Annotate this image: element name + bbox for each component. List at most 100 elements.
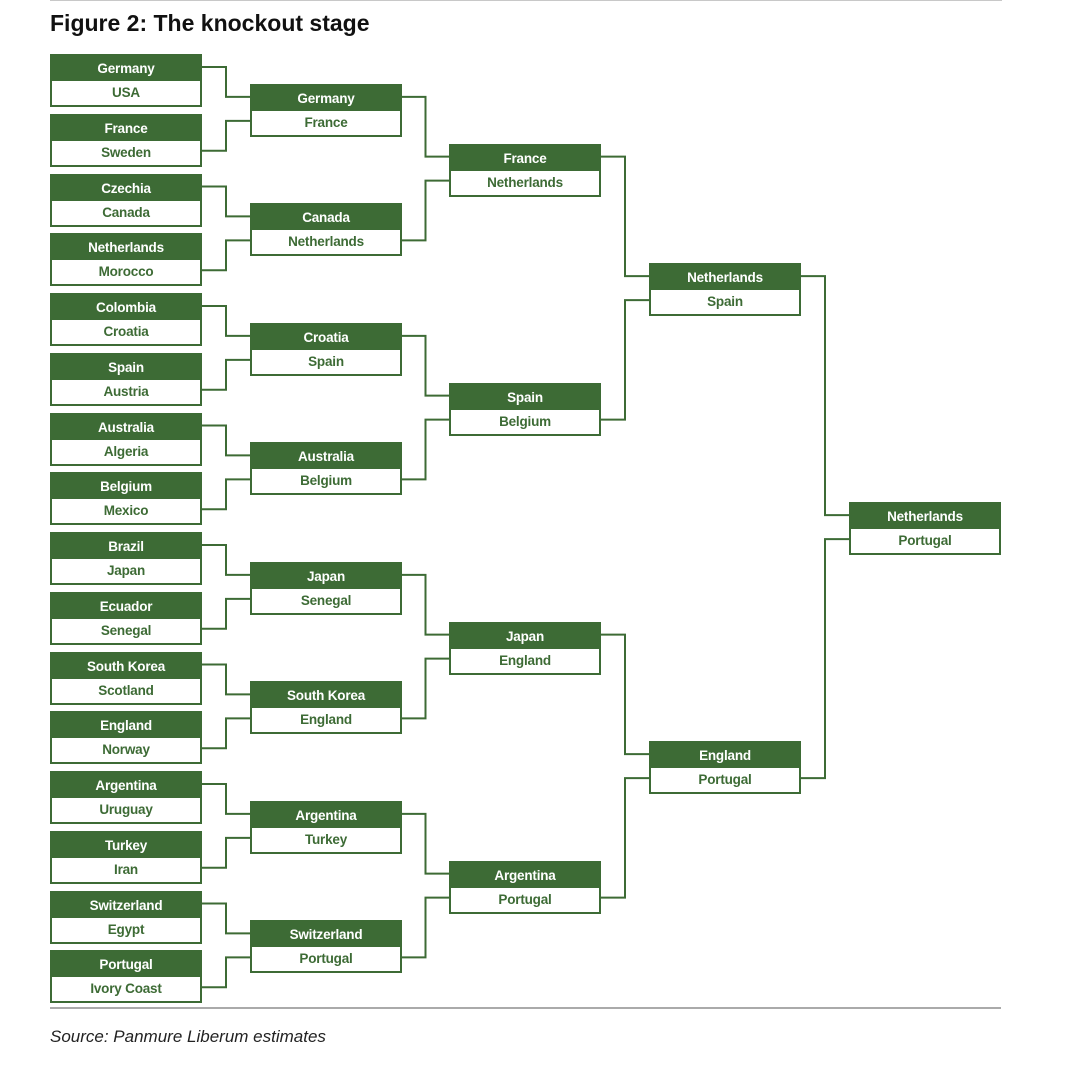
connector-line [202,783,250,815]
team-top: Argentina [52,773,200,798]
team-bottom: Canada [102,204,150,220]
team-bottom: Senegal [300,592,352,608]
team-bottom: USA [112,85,140,100]
team-top: France [52,115,200,141]
connector-line [601,155,649,278]
team-top: Netherlands [851,504,999,530]
connector-line [402,573,449,636]
connector-line [202,119,250,152]
team-bottom: Portugal [898,533,952,549]
team-bottom: Portugal [299,951,353,967]
team-top: Switzerland [252,922,400,948]
connector-line [601,777,649,899]
source-note: Source: Panmure Liberum estimates [50,1027,326,1046]
connector-line [202,717,250,750]
team-top: Argentina [451,862,599,888]
team-top: Czechia [52,175,200,201]
connector-line [601,299,649,421]
team-bottom: England [499,652,551,668]
team-bottom: Egypt [107,921,145,937]
team-bottom: Portugal [498,891,552,907]
team-top: Spain [451,384,599,410]
figure-title: Figure 2: The knockout stage [50,10,370,36]
team-top: England [651,743,799,769]
team-top: Australia [52,414,200,440]
connector-line [202,663,250,696]
team-top: Germany [252,85,400,111]
connector-line [202,597,250,630]
team-bottom: Netherlands [288,234,364,250]
team-bottom: England [300,712,352,728]
connector-line [402,418,449,481]
team-top: Japan [451,623,599,649]
team-bottom: Austria [103,383,149,399]
team-top: France [451,145,599,171]
connector-line [402,812,449,875]
team-top: South Korea [52,653,200,679]
team-top: Belgium [52,474,200,500]
team-top: Netherlands [52,235,200,261]
connector-line [202,956,250,989]
team-top: Germany [52,56,200,81]
team-top: Spain [52,354,200,380]
team-top: Australia [252,444,400,470]
team-bottom: Scotland [98,682,154,698]
team-top: Netherlands [651,265,799,291]
connector-line [202,902,250,935]
team-bottom: Algeria [103,443,149,459]
team-top: Switzerland [52,892,200,918]
connector-line [402,334,449,397]
team-top: Ecuador [52,593,200,619]
team-top: Turkey [52,832,200,858]
team-top: Croatia [252,324,400,350]
team-bottom: Turkey [304,831,348,847]
connector-line [801,275,849,517]
team-bottom: Belgium [300,473,352,489]
team-bottom: Norway [102,742,150,758]
team-top: Japan [252,563,400,589]
team-bottom: Sweden [101,144,151,160]
connector-line [402,179,449,242]
team-top: Portugal [52,952,200,978]
team-bottom: France [304,114,348,130]
connector-line [202,478,250,511]
top-rule [50,0,1002,1]
team-bottom: Spain [308,353,344,369]
connector-line [402,95,449,158]
connector-line [202,239,250,272]
team-top: England [52,713,200,739]
team-bottom: Senegal [100,622,152,638]
connector-line [601,633,649,756]
team-bottom: Iran [114,861,138,877]
connector-line [202,836,250,869]
connector-line [202,544,250,576]
